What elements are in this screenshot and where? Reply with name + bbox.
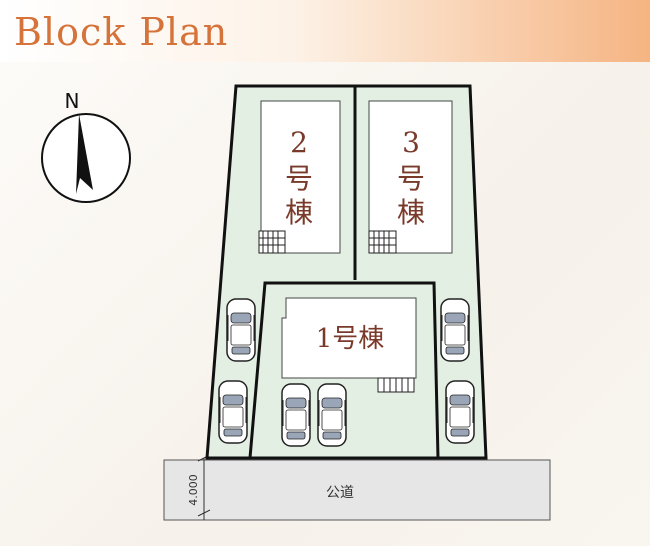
car-icon bbox=[226, 298, 256, 362]
road-width-label: 4.000 bbox=[187, 474, 200, 506]
building-2: 2 号 棟 bbox=[258, 100, 341, 254]
compass-north-label: N bbox=[65, 89, 80, 113]
header-banner: Block Plan bbox=[0, 0, 650, 62]
building-2-char2: 棟 bbox=[285, 196, 313, 229]
parking-cars bbox=[218, 298, 475, 447]
building-1-label: 1号棟 bbox=[316, 324, 385, 354]
page-title: Block Plan bbox=[14, 10, 229, 54]
building-2-number: 2 bbox=[290, 126, 308, 159]
building-2-char1: 号 bbox=[285, 162, 313, 195]
car-icon bbox=[281, 383, 311, 447]
compass-needle-icon bbox=[76, 114, 93, 194]
building-3-stair-icon bbox=[368, 230, 397, 254]
building-3-char1: 号 bbox=[397, 162, 425, 195]
road: 公道 bbox=[163, 459, 551, 521]
car-icon bbox=[317, 383, 347, 447]
compass: N bbox=[41, 89, 131, 203]
car-icon bbox=[445, 380, 475, 444]
building-3-char2: 棟 bbox=[397, 196, 425, 229]
car-icon bbox=[218, 380, 248, 444]
building-1-stair-icon bbox=[377, 377, 415, 393]
car-icon bbox=[440, 298, 470, 362]
road-label: 公道 bbox=[326, 485, 354, 501]
building-3-number: 3 bbox=[402, 126, 420, 159]
road-width-dimension: 4.000 bbox=[187, 454, 211, 520]
building-3: 3 号 棟 bbox=[368, 100, 453, 254]
building-2-stair-icon bbox=[258, 230, 286, 254]
building-1: 1号棟 bbox=[281, 297, 417, 393]
